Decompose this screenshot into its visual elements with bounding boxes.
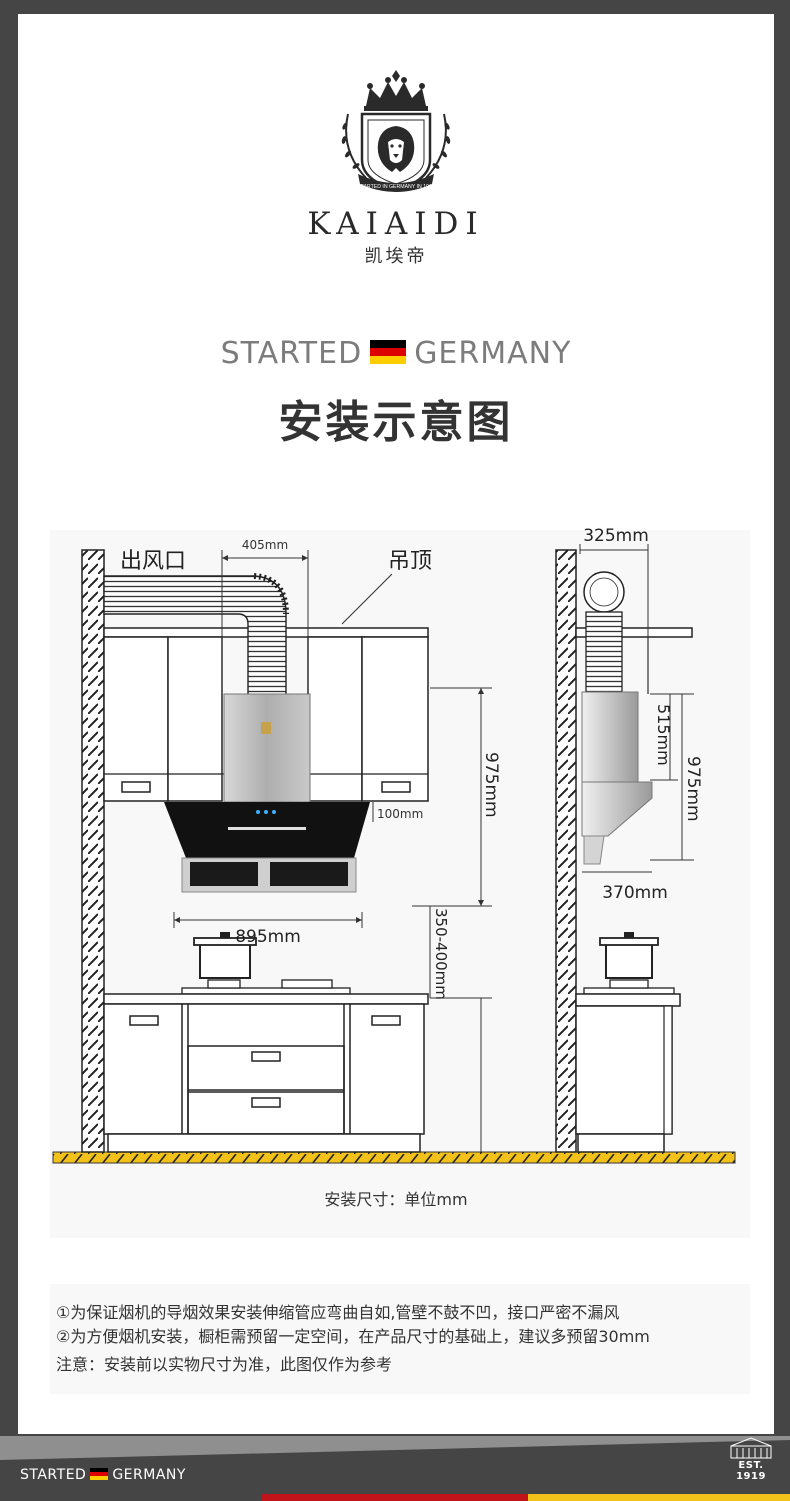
brand-name: KAIAIDI [307,206,485,242]
hood-width-dimension: 895mm [235,927,301,947]
side-ceiling-board [575,627,693,638]
front-wall [81,549,105,1153]
countertop [103,993,429,1005]
note-item: ①为保证烟机的导烟效果安装伸缩管应弯曲自如,管壁不鼓不凹，接口严密不漏风 [56,1303,620,1322]
footer-germany-text: GERMANY [112,1467,186,1483]
front-pot [199,943,251,979]
side-countertop [575,993,681,1007]
side-hood-height-dimension: 975mm [683,756,703,822]
notes-panel [50,1284,750,1394]
germany-text: GERMANY [414,336,572,371]
duct-offset-dimension: 405mm [242,538,288,552]
side-wall [555,549,577,1153]
installation-notes: ①为保证烟机的导烟效果安装伸缩管应弯曲自如,管壁不鼓不凹，接口严密不漏风 ②为方… [56,1301,756,1377]
est-text: EST. 1919 [736,1460,766,1482]
germany-flag-icon [370,339,407,364]
lion-crest-icon: STARTED IN GERMANY IN 1919 [341,70,451,192]
upper-cabinet-left [103,636,169,802]
brand-logo: STARTED IN GERMANY IN 1919 [18,70,774,206]
side-view: 325mm 515mm 975mm 370mm [555,526,703,1153]
building-icon [730,1437,772,1459]
side-bottom-depth-dimension: 370mm [602,883,668,903]
unit-caption: 安装尺寸：单位mm [324,1190,468,1209]
panel-depth-dimension: 100mm [377,807,423,821]
logo-ribbon-text: STARTED IN GERMANY IN 1919 [357,184,435,190]
side-hood-body [581,781,653,837]
germany-flag-icon [90,1468,109,1480]
hood-logo [261,722,271,734]
front-view: 出风口 吊顶 405mm 975mm 100mm 895mm 350-400mm [81,538,501,1153]
side-upper-height-dimension: 515mm [654,704,673,766]
est-badge: EST. 1919 [724,1436,778,1482]
upper-cabinet-right [361,636,429,802]
front-hood-height-dimension: 975mm [481,752,501,818]
footer-started-germany: STARTED GERMANY [20,1467,186,1483]
outlet-label: 出风口 [120,549,186,574]
side-duct [585,611,623,695]
note-item: ②为方便烟机安装，橱柜需预留一定空间，在产品尺寸的基础上，建议多预留30mm [56,1327,650,1346]
footer-started-text: STARTED [20,1467,87,1483]
base-cabinet [103,1003,425,1135]
page-title: 安装示意图 [278,397,514,448]
side-pot [605,943,653,979]
side-base-cabinet [575,1005,673,1135]
ceiling-label: 吊顶 [388,549,432,574]
side-top-depth-dimension: 325mm [583,526,649,546]
note-item: 注意：安装前以实物尺寸为准，此图仅作为参考 [56,1355,393,1374]
install-height-dimension: 350-400mm [432,908,450,1000]
started-text: STARTED [220,336,363,371]
installation-diagram: 出风口 吊顶 405mm 975mm 100mm 895mm 350-400mm [52,526,736,1164]
brand-name-cn: 凯埃帝 [364,246,428,267]
side-hood-chimney [581,691,639,783]
hood-chimney [223,693,311,803]
floor [52,1151,736,1164]
started-germany-line: STARTED GERMANY [18,336,774,371]
content-sheet: STARTED IN GERMANY IN 1919 KAIAIDI 凯埃帝 S… [18,14,774,1434]
